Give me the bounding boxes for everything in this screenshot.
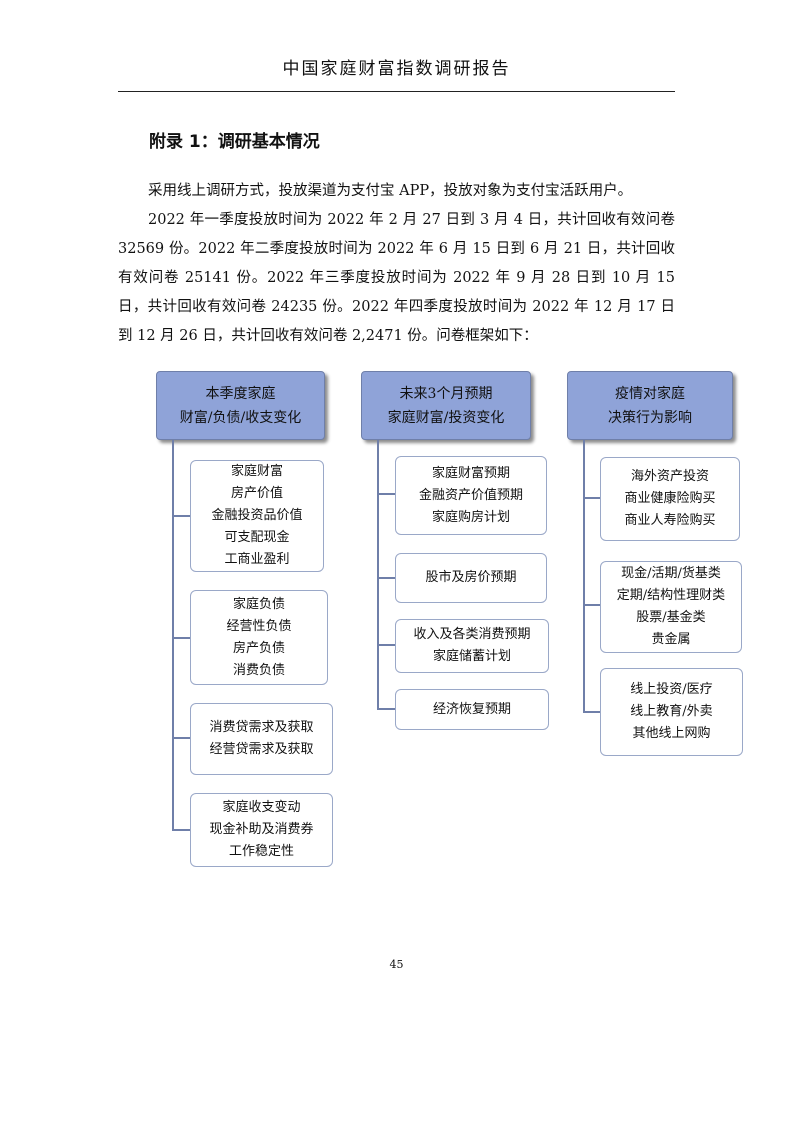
connector-branch (583, 497, 601, 499)
item-household-debt: 家庭负债 经营性负债 房产负债 消费负债 (190, 590, 328, 685)
connector-branch (377, 708, 396, 710)
item-line: 家庭财富 (230, 464, 283, 479)
connector-branch (583, 604, 601, 606)
connector-trunk (583, 440, 585, 713)
diagram-head-current-quarter: 本季度家庭 财富/负债/收支变化 (156, 371, 325, 440)
connector-branch (377, 644, 396, 646)
item-line: 其他线上网购 (632, 726, 711, 741)
connector-branch (172, 829, 191, 831)
item-line: 可支配现金 (224, 530, 290, 545)
item-line: 线上教育/外卖 (630, 704, 713, 719)
item-economic-recovery: 经济恢复预期 (395, 689, 549, 730)
item-wealth-expectation: 家庭财富预期 金融资产价值预期 家庭购房计划 (395, 456, 547, 535)
item-line: 海外资产投资 (630, 469, 709, 484)
item-line: 贵金属 (651, 632, 691, 647)
item-line: 家庭财富预期 (431, 465, 510, 481)
item-line: 工作稳定性 (228, 844, 294, 859)
head-line: 家庭财富/投资变化 (387, 409, 505, 426)
connector-branch (172, 637, 191, 639)
section-title: 附录 1：调研基本情况 (149, 132, 320, 152)
item-income-consumption-expectation: 收入及各类消费预期 家庭储蓄计划 (395, 619, 549, 673)
item-line: 经营性负债 (226, 618, 292, 634)
item-line: 家庭负债 (232, 596, 285, 612)
diagram-head-next-3-months: 未来3个月预期 家庭财富/投资变化 (361, 371, 531, 440)
connector-trunk (172, 440, 174, 830)
item-line: 金融投资品价值 (211, 508, 303, 523)
item-income-expense: 家庭收支变动 现金补助及消费券 工作稳定性 (190, 793, 333, 867)
page-number: 45 (389, 958, 404, 971)
item-line: 现金/活期/货基类 (621, 566, 721, 581)
item-line: 经济恢复预期 (432, 701, 511, 717)
item-line: 定期/结构性理财类 (616, 588, 726, 603)
head-line: 疫情对家庭 (615, 385, 685, 402)
head-line: 决策行为影响 (608, 409, 692, 426)
item-asset-allocation: 现金/活期/货基类 定期/结构性理财类 股票/基金类 贵金属 (600, 561, 742, 653)
paragraph-intro: 采用线上调研方式，投放渠道为支付宝 APP，投放对象为支付宝活跃用户。 (148, 183, 633, 199)
item-line: 商业人寿险购买 (624, 513, 716, 528)
head-line: 本季度家庭 (205, 385, 276, 402)
diagram-head-pandemic-impact: 疫情对家庭 决策行为影响 (567, 371, 733, 440)
item-line: 现金补助及消费券 (209, 822, 314, 837)
item-line: 商业健康险购买 (624, 491, 716, 506)
connector-branch (377, 577, 396, 579)
item-line: 消费负债 (232, 662, 285, 678)
connector-branch (583, 711, 601, 713)
item-line: 家庭购房计划 (431, 509, 510, 525)
paragraph-schedule: 2022 年一季度投放时间为 2022 年 2 月 27 日到 3 月 4 日，… (118, 212, 675, 344)
item-line: 家庭收支变动 (222, 800, 301, 815)
connector-branch (172, 737, 191, 739)
item-overseas-insurance: 海外资产投资 商业健康险购买 商业人寿险购买 (600, 457, 740, 541)
item-line: 家庭储蓄计划 (432, 649, 511, 664)
connector-branch (377, 493, 396, 495)
item-line: 房产价值 (230, 486, 283, 501)
item-line: 收入及各类消费预期 (413, 627, 531, 642)
item-line: 工商业盈利 (224, 552, 290, 567)
head-line: 未来3个月预期 (399, 385, 493, 402)
item-household-wealth: 家庭财富 房产价值 金融投资品价值 可支配现金 工商业盈利 (190, 460, 324, 572)
item-line: 线上投资/医疗 (630, 682, 713, 697)
item-line: 股票/基金类 (636, 610, 706, 625)
item-line: 消费贷需求及获取 (209, 720, 314, 735)
connector-trunk (377, 440, 379, 710)
item-loan-demand: 消费贷需求及获取 经营贷需求及获取 (190, 703, 333, 775)
item-online-activities: 线上投资/医疗 线上教育/外卖 其他线上网购 (600, 668, 743, 756)
page-header-title: 中国家庭财富指数调研报告 (282, 59, 511, 79)
item-line: 经营贷需求及获取 (209, 742, 314, 757)
item-line: 金融资产价值预期 (418, 487, 523, 503)
item-line: 房产负债 (232, 640, 285, 656)
connector-branch (172, 515, 191, 517)
item-line: 股市及房价预期 (425, 570, 517, 585)
header-rule (118, 91, 675, 92)
item-stock-house-expectation: 股市及房价预期 (395, 553, 547, 603)
head-line: 财富/负债/收支变化 (179, 409, 302, 426)
